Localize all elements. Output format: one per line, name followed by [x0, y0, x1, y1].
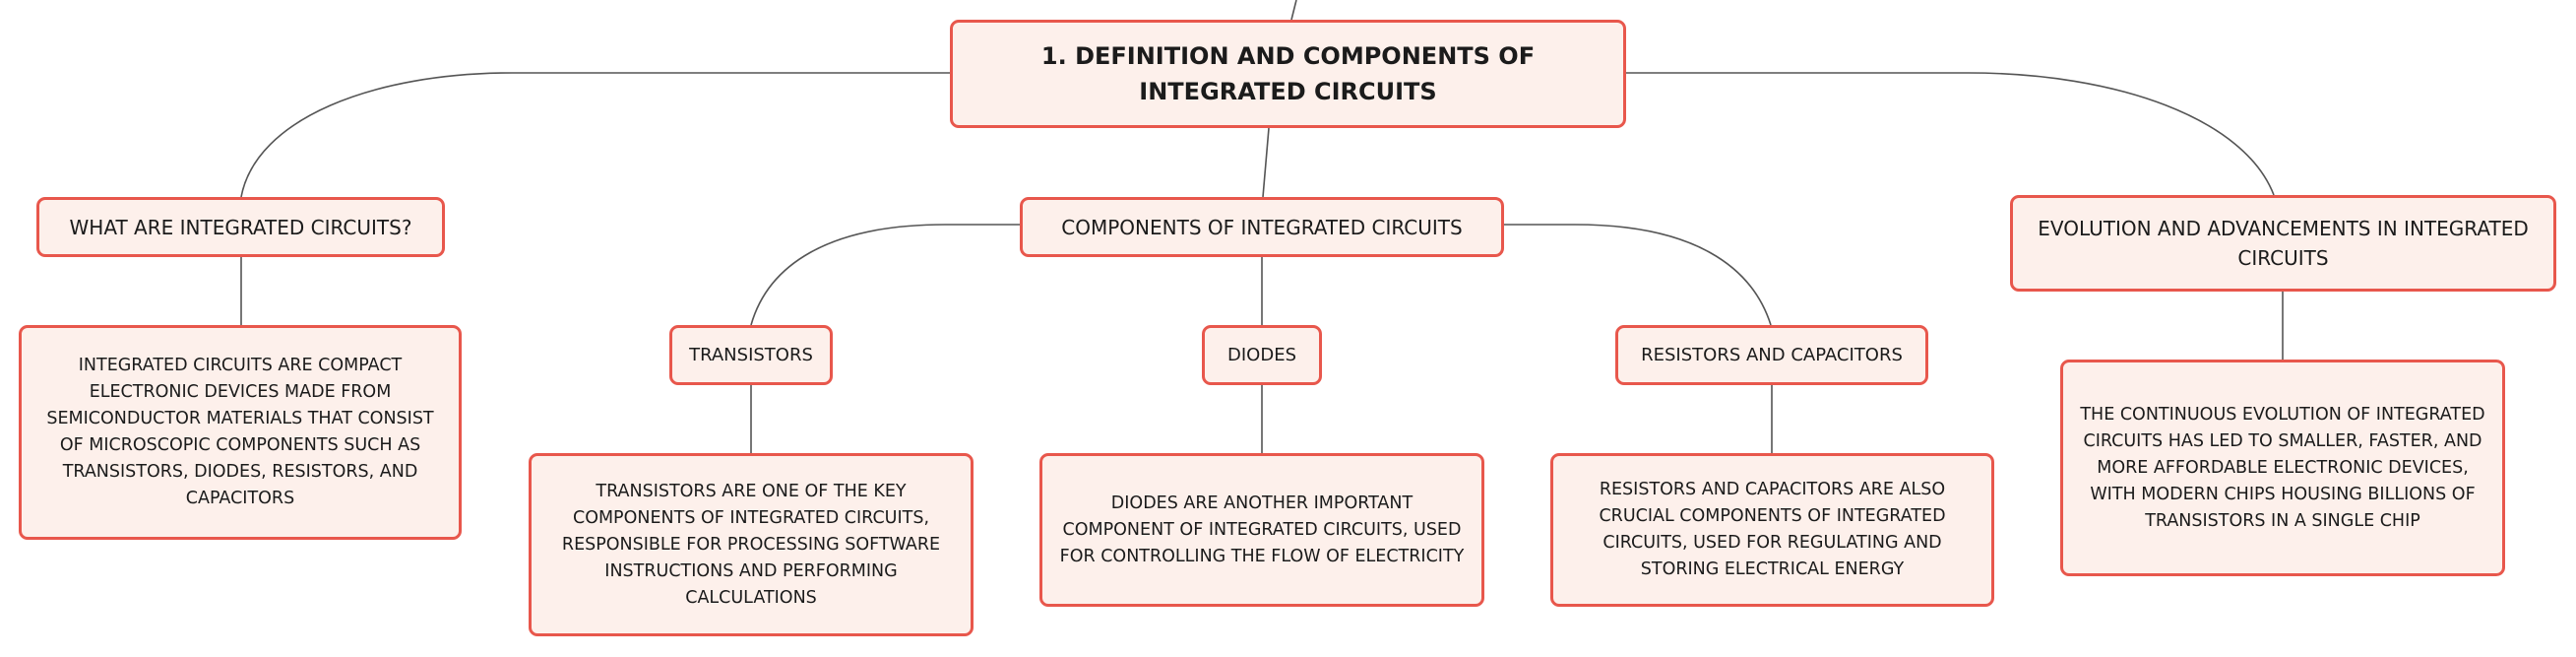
description-evolution-and-advancements[interactable]: THE CONTINUOUS EVOLUTION OF INTEGRATED C…	[2060, 360, 2505, 576]
description-evolution-text: THE CONTINUOUS EVOLUTION OF INTEGRATED C…	[2080, 404, 2485, 531]
subtopic-diodes[interactable]: DIODES	[1202, 325, 1322, 385]
connector-parent-to-root	[1290, 0, 1297, 21]
topic-components-label: COMPONENTS OF INTEGRATED CIRCUITS	[1061, 215, 1463, 239]
description-resistors-and-capacitors[interactable]: RESISTORS AND CAPACITORS ARE ALSO CRUCIA…	[1550, 453, 1994, 607]
description-diodes[interactable]: DIODES ARE ANOTHER IMPORTANT COMPONENT O…	[1039, 453, 1484, 607]
connector-root-to-components	[1262, 127, 1270, 198]
connector-root-to-evolution	[1626, 72, 2275, 196]
subtopic-diodes-label: DIODES	[1227, 344, 1296, 365]
connector-components-to-transistors	[750, 224, 1020, 326]
root-node[interactable]: 1. DEFINITION AND COMPONENTS OF INTEGRAT…	[950, 20, 1626, 128]
description-what-are-integrated-circuits[interactable]: INTEGRATED CIRCUITS ARE COMPACT ELECTRON…	[19, 325, 462, 540]
description-resistors-text: RESISTORS AND CAPACITORS ARE ALSO CRUCIA…	[1599, 480, 1946, 579]
subtopic-resistors-label: RESISTORS AND CAPACITORS	[1641, 344, 1903, 365]
root-node-label: 1. DEFINITION AND COMPONENTS OF INTEGRAT…	[1040, 42, 1536, 105]
subtopic-resistors-and-capacitors[interactable]: RESISTORS AND CAPACITORS	[1615, 325, 1928, 385]
topic-evolution-and-advancements[interactable]: EVOLUTION AND ADVANCEMENTS IN INTEGRATED…	[2010, 195, 2556, 292]
connector-root-to-what	[240, 72, 950, 198]
connector-components-to-resistors	[1504, 224, 1772, 326]
topic-what-are-integrated-circuits[interactable]: WHAT ARE INTEGRATED CIRCUITS?	[36, 197, 445, 257]
subtopic-transistors[interactable]: TRANSISTORS	[669, 325, 833, 385]
subtopic-transistors-label: TRANSISTORS	[689, 344, 813, 365]
topic-components-of-integrated-circuits[interactable]: COMPONENTS OF INTEGRATED CIRCUITS	[1020, 197, 1504, 257]
topic-what-label: WHAT ARE INTEGRATED CIRCUITS?	[69, 215, 412, 239]
description-diodes-text: DIODES ARE ANOTHER IMPORTANT COMPONENT O…	[1059, 493, 1465, 566]
description-transistors-text: TRANSISTORS ARE ONE OF THE KEY COMPONENT…	[561, 481, 941, 608]
description-what-text: INTEGRATED CIRCUITS ARE COMPACT ELECTRON…	[46, 356, 434, 508]
topic-evolution-label: EVOLUTION AND ADVANCEMENTS IN INTEGRATED…	[2038, 217, 2529, 270]
description-transistors[interactable]: TRANSISTORS ARE ONE OF THE KEY COMPONENT…	[529, 453, 974, 636]
